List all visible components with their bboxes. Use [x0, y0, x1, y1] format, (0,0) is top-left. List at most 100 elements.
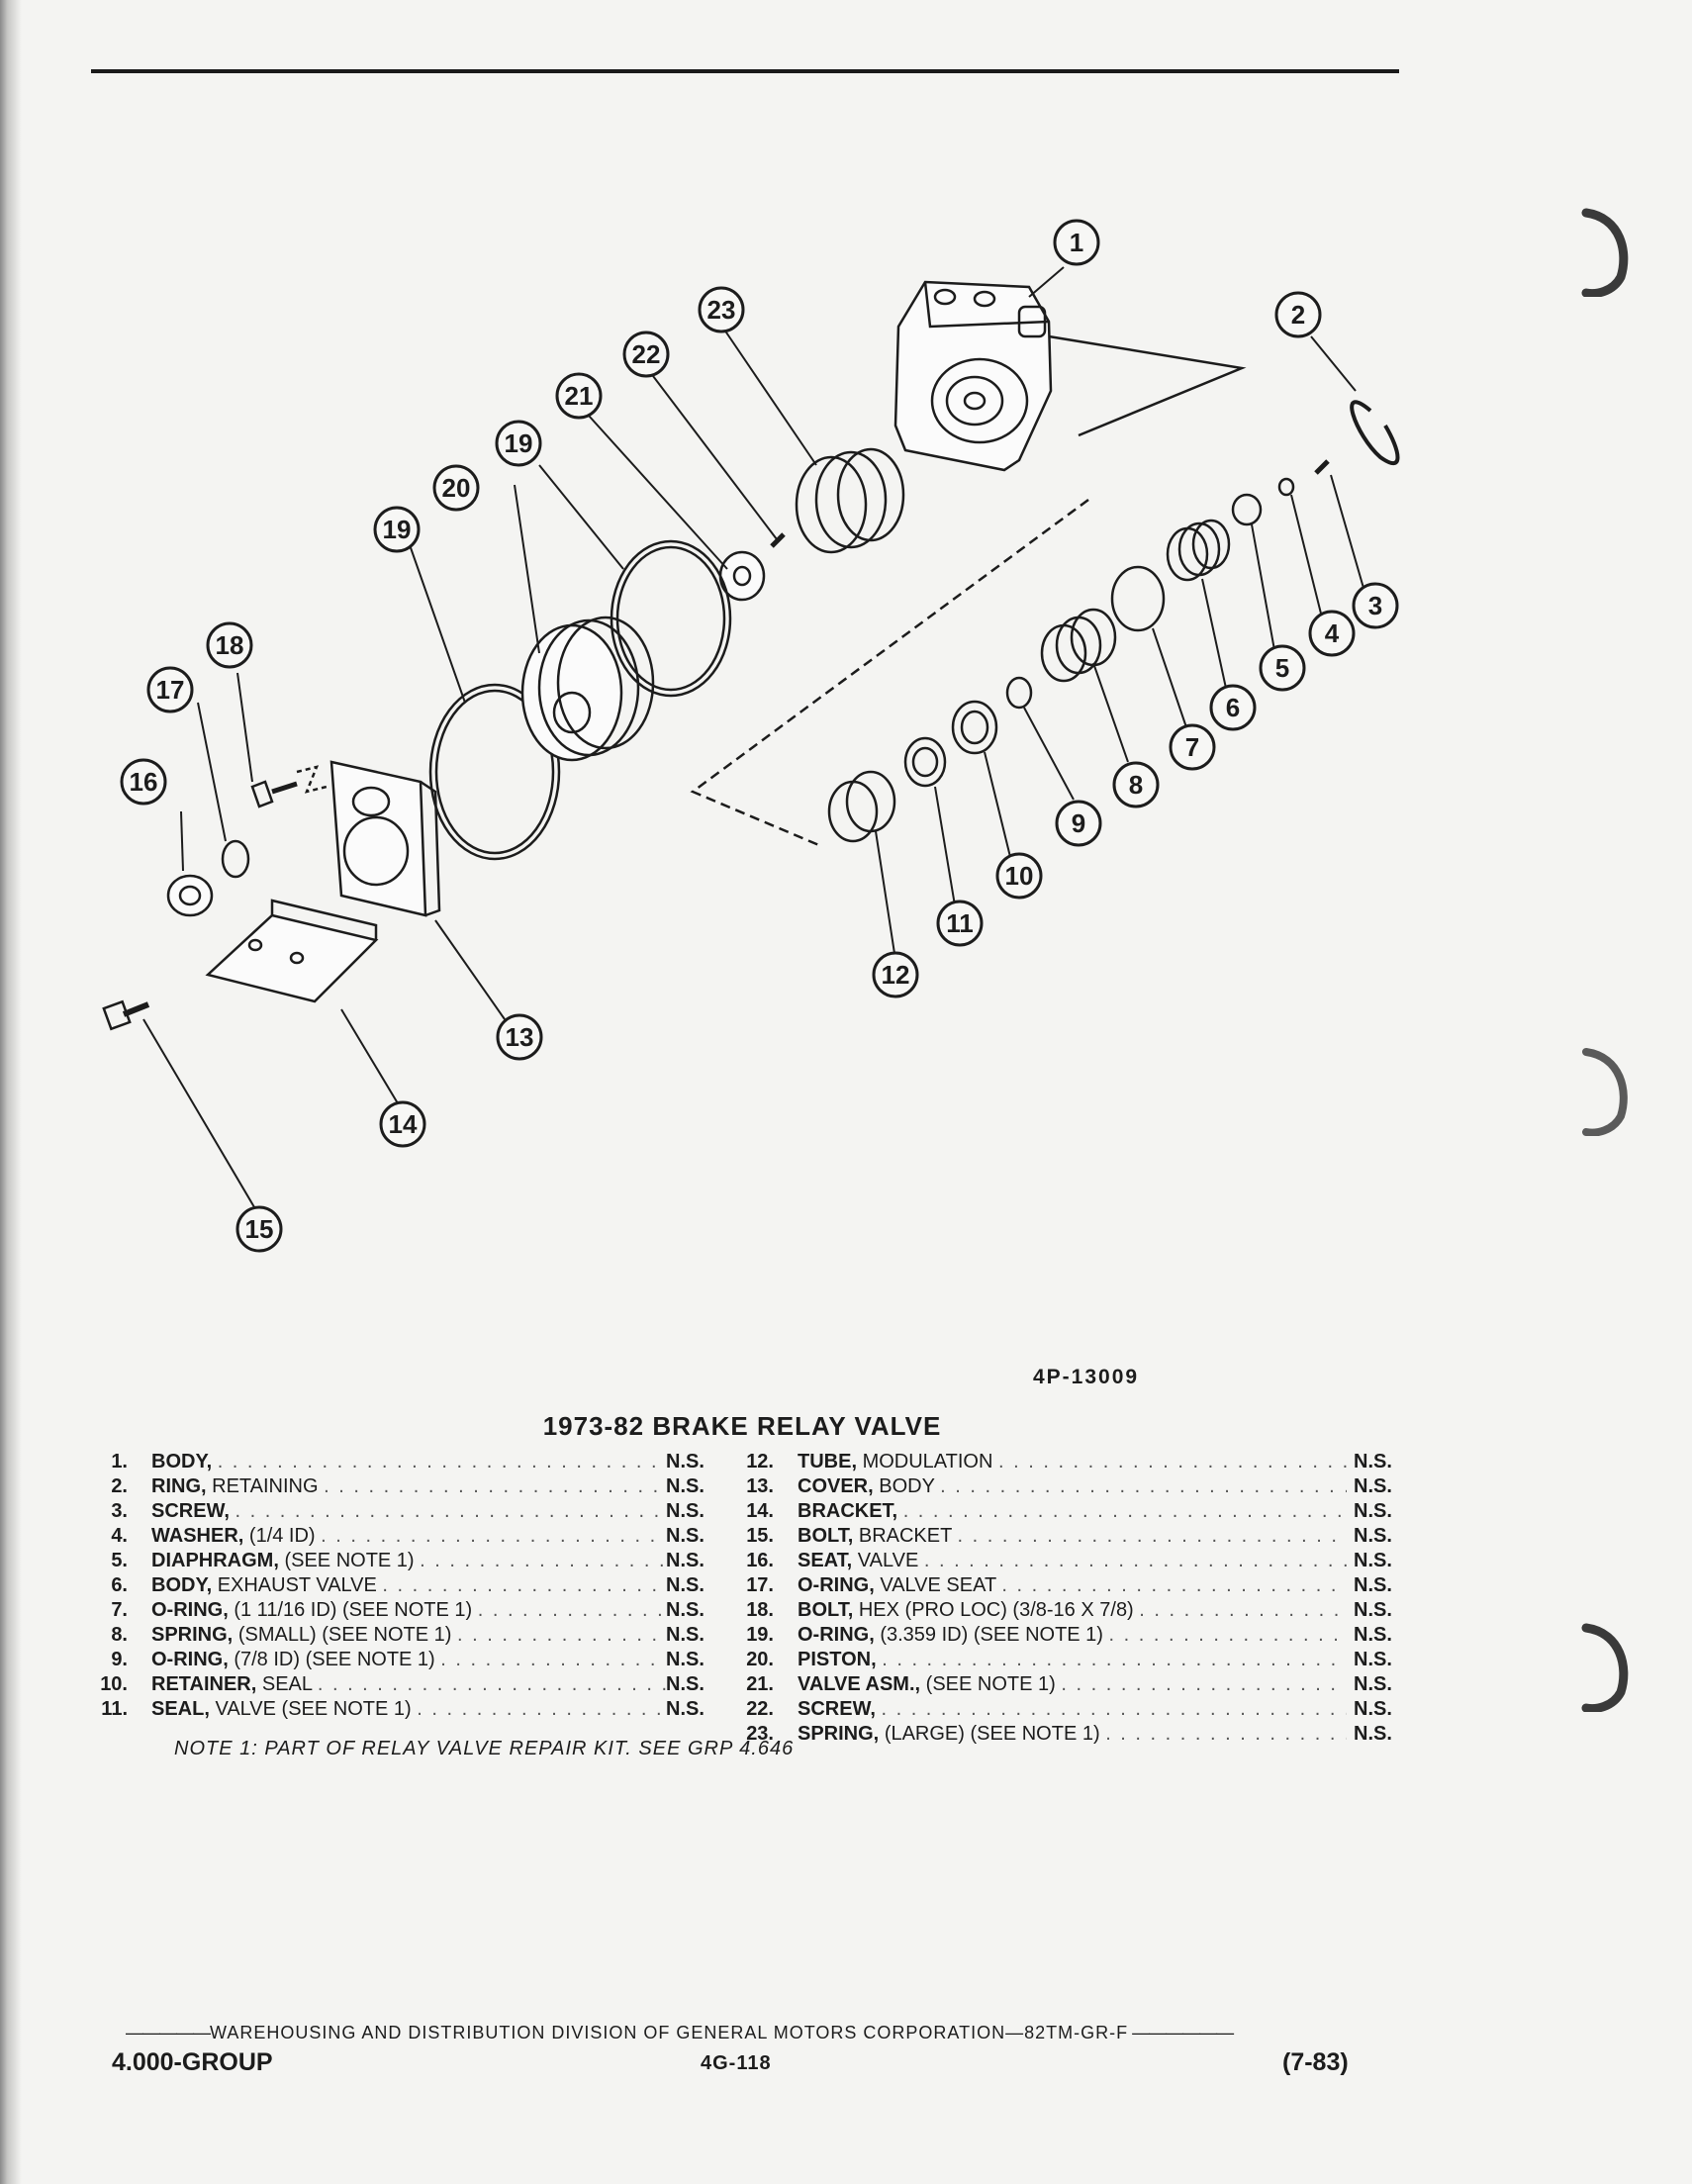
part-availability: N.S.	[666, 1698, 705, 1720]
part-piston-drawing	[520, 616, 655, 762]
callout-label: 14	[389, 1109, 418, 1139]
footer-division-line: ―――――WAREHOUSING AND DISTRIBUTION DIVISI…	[126, 2023, 1234, 2042]
part-valve-seat-drawing	[166, 874, 214, 917]
part-availability: N.S.	[1354, 1525, 1392, 1547]
part-body-drawing	[690, 280, 1247, 848]
part-detail: SEAL	[261, 1673, 313, 1695]
part-description: PISTON, . . . . . . . . . . . . . . . . …	[798, 1649, 1347, 1670]
part-number: 4.	[111, 1525, 128, 1547]
part-number: 18.	[746, 1599, 774, 1621]
part-number: 11.	[101, 1698, 128, 1720]
part-description: SPRING, (LARGE) (SEE NOTE 1) . . . . . .…	[798, 1723, 1347, 1745]
part-availability: N.S.	[1354, 1500, 1392, 1522]
part-detail: MODULATION	[862, 1451, 993, 1472]
part-number: 2.	[111, 1475, 128, 1497]
part-number: 10.	[100, 1673, 128, 1695]
part-number: 3.	[111, 1500, 128, 1522]
callout-label: 1	[1070, 228, 1083, 257]
part-availability: N.S.	[1354, 1698, 1392, 1720]
part-detail: (SEE NOTE 1)	[284, 1550, 415, 1571]
part-oring-large-drawing	[610, 539, 732, 698]
callout-label: 18	[216, 630, 244, 660]
footer-division-text: WAREHOUSING AND DISTRIBUTION DIVISION OF…	[210, 2023, 1129, 2042]
part-row: 3. SCREW, . . . . . . . . . . . . . . . .…	[84, 1499, 717, 1524]
part-detail: (3.359 ID) (SEE NOTE 1)	[880, 1624, 1103, 1646]
callout-label: 5	[1275, 653, 1289, 683]
part-number: 8.	[111, 1624, 128, 1646]
part-tube-drawing	[827, 770, 896, 843]
part-availability: N.S.	[1354, 1649, 1392, 1670]
part-name: VALVE ASM.,	[798, 1673, 921, 1695]
part-name: BOLT,	[798, 1525, 854, 1547]
part-availability: N.S.	[666, 1599, 705, 1621]
part-name: SEAL,	[151, 1698, 210, 1720]
callout-label: 8	[1129, 770, 1143, 800]
part-detail: HEX (PRO LOC) (3/8-16 X 7/8)	[858, 1599, 1134, 1621]
part-name: RETAINER,	[151, 1673, 257, 1695]
parts-list-left: 1.BODY, . . . . . . . . . . . . . . . . …	[84, 1450, 717, 1722]
part-oring-valve-seat-drawing	[221, 839, 250, 879]
part-description: SCREW, . . . . . . . . . . . . . . . . .…	[151, 1500, 666, 1522]
part-description: O-RING, (1 11/16 ID) (SEE NOTE 1) . . . …	[151, 1599, 666, 1621]
part-row: 23. SPRING, (LARGE) (SEE NOTE 1) . . . . …	[730, 1722, 1403, 1747]
part-description: BRACKET, . . . . . . . . . . . . . . . .…	[798, 1500, 1347, 1522]
part-name: BODY,	[151, 1574, 213, 1596]
part-detail: (1 11/16 ID) (SEE NOTE 1)	[234, 1599, 473, 1621]
part-description: SCREW, . . . . . . . . . . . . . . . . .…	[798, 1698, 1347, 1720]
part-oring-small-drawing	[1005, 676, 1033, 710]
part-detail: BRACKET	[858, 1525, 952, 1547]
callout-label: 3	[1368, 591, 1382, 620]
part-number: 12.	[746, 1451, 774, 1472]
part-name: O-RING,	[798, 1574, 875, 1596]
part-number: 19.	[746, 1624, 774, 1646]
page-binding-edge	[0, 0, 22, 2184]
callout-label: 16	[130, 767, 158, 797]
part-name: DIAPHRAGM,	[151, 1550, 279, 1571]
part-row: 18. BOLT, HEX (PRO LOC) (3/8-16 X 7/8) . …	[730, 1598, 1403, 1623]
part-availability: N.S.	[1354, 1599, 1392, 1621]
part-number: 1.	[111, 1451, 128, 1472]
part-number: 22.	[746, 1698, 774, 1720]
part-row: 11.SEAL, VALVE (SEE NOTE 1) . . . . . . …	[84, 1697, 717, 1722]
part-screw-drawing	[770, 532, 786, 548]
part-detail: (SMALL) (SEE NOTE 1)	[237, 1624, 452, 1646]
part-row: 22. SCREW, . . . . . . . . . . . . . . . …	[730, 1697, 1403, 1722]
part-row: 2. RING, RETAINING . . . . . . . . . . . …	[84, 1474, 717, 1499]
part-row: 15.BOLT, BRACKET . . . . . . . . . . . .…	[730, 1524, 1403, 1549]
part-name: COVER,	[798, 1475, 874, 1497]
part-ring-retaining-drawing	[1350, 400, 1400, 465]
part-description: O-RING, (7/8 ID) (SEE NOTE 1) . . . . . …	[151, 1649, 666, 1670]
part-availability: N.S.	[666, 1624, 705, 1646]
figure-number: 4P-13009	[1033, 1366, 1140, 1388]
part-number: 5.	[111, 1550, 128, 1571]
part-oring-drawing	[1110, 565, 1166, 632]
part-row: 13.COVER, BODY . . . . . . . . . . . . .…	[730, 1474, 1403, 1499]
part-description: O-RING, VALVE SEAT . . . . . . . . . . .…	[798, 1574, 1347, 1596]
part-detail: (LARGE) (SEE NOTE 1)	[884, 1723, 1100, 1745]
part-name: O-RING,	[151, 1649, 229, 1670]
part-detail: EXHAUST VALVE	[217, 1574, 377, 1596]
part-description: RING, RETAINING . . . . . . . . . . . . …	[151, 1475, 666, 1497]
part-availability: N.S.	[1354, 1574, 1392, 1596]
callout-label: 23	[707, 295, 736, 325]
callout-label: 11	[946, 908, 974, 938]
part-number: 23.	[746, 1723, 774, 1745]
part-detail: VALVE SEAT	[880, 1574, 996, 1596]
part-row: 8.SPRING, (SMALL) (SEE NOTE 1) . . . . .…	[84, 1623, 717, 1648]
part-detail: (SEE NOTE 1)	[925, 1673, 1056, 1695]
part-name: BRACKET,	[798, 1500, 898, 1522]
part-bracket-drawing	[205, 899, 379, 1003]
part-row: 6.BODY, EXHAUST VALVE . . . . . . . . . …	[84, 1573, 717, 1598]
callout-label: 20	[442, 473, 471, 503]
part-description: BOLT, HEX (PRO LOC) (3/8-16 X 7/8) . . .…	[798, 1599, 1347, 1621]
part-spring-small-drawing	[1040, 608, 1117, 683]
part-description: VALVE ASM., (SEE NOTE 1) . . . . . . . .…	[798, 1673, 1347, 1695]
part-name: PISTON,	[798, 1649, 877, 1670]
punch-hole-icon	[1582, 1048, 1628, 1136]
part-name: WASHER,	[151, 1525, 244, 1547]
part-name: BOLT,	[798, 1599, 854, 1621]
part-name: O-RING,	[798, 1624, 875, 1646]
part-description: COVER, BODY . . . . . . . . . . . . . . …	[798, 1475, 1347, 1497]
part-number: 6.	[111, 1574, 128, 1596]
part-spring-large-drawing	[795, 447, 905, 554]
